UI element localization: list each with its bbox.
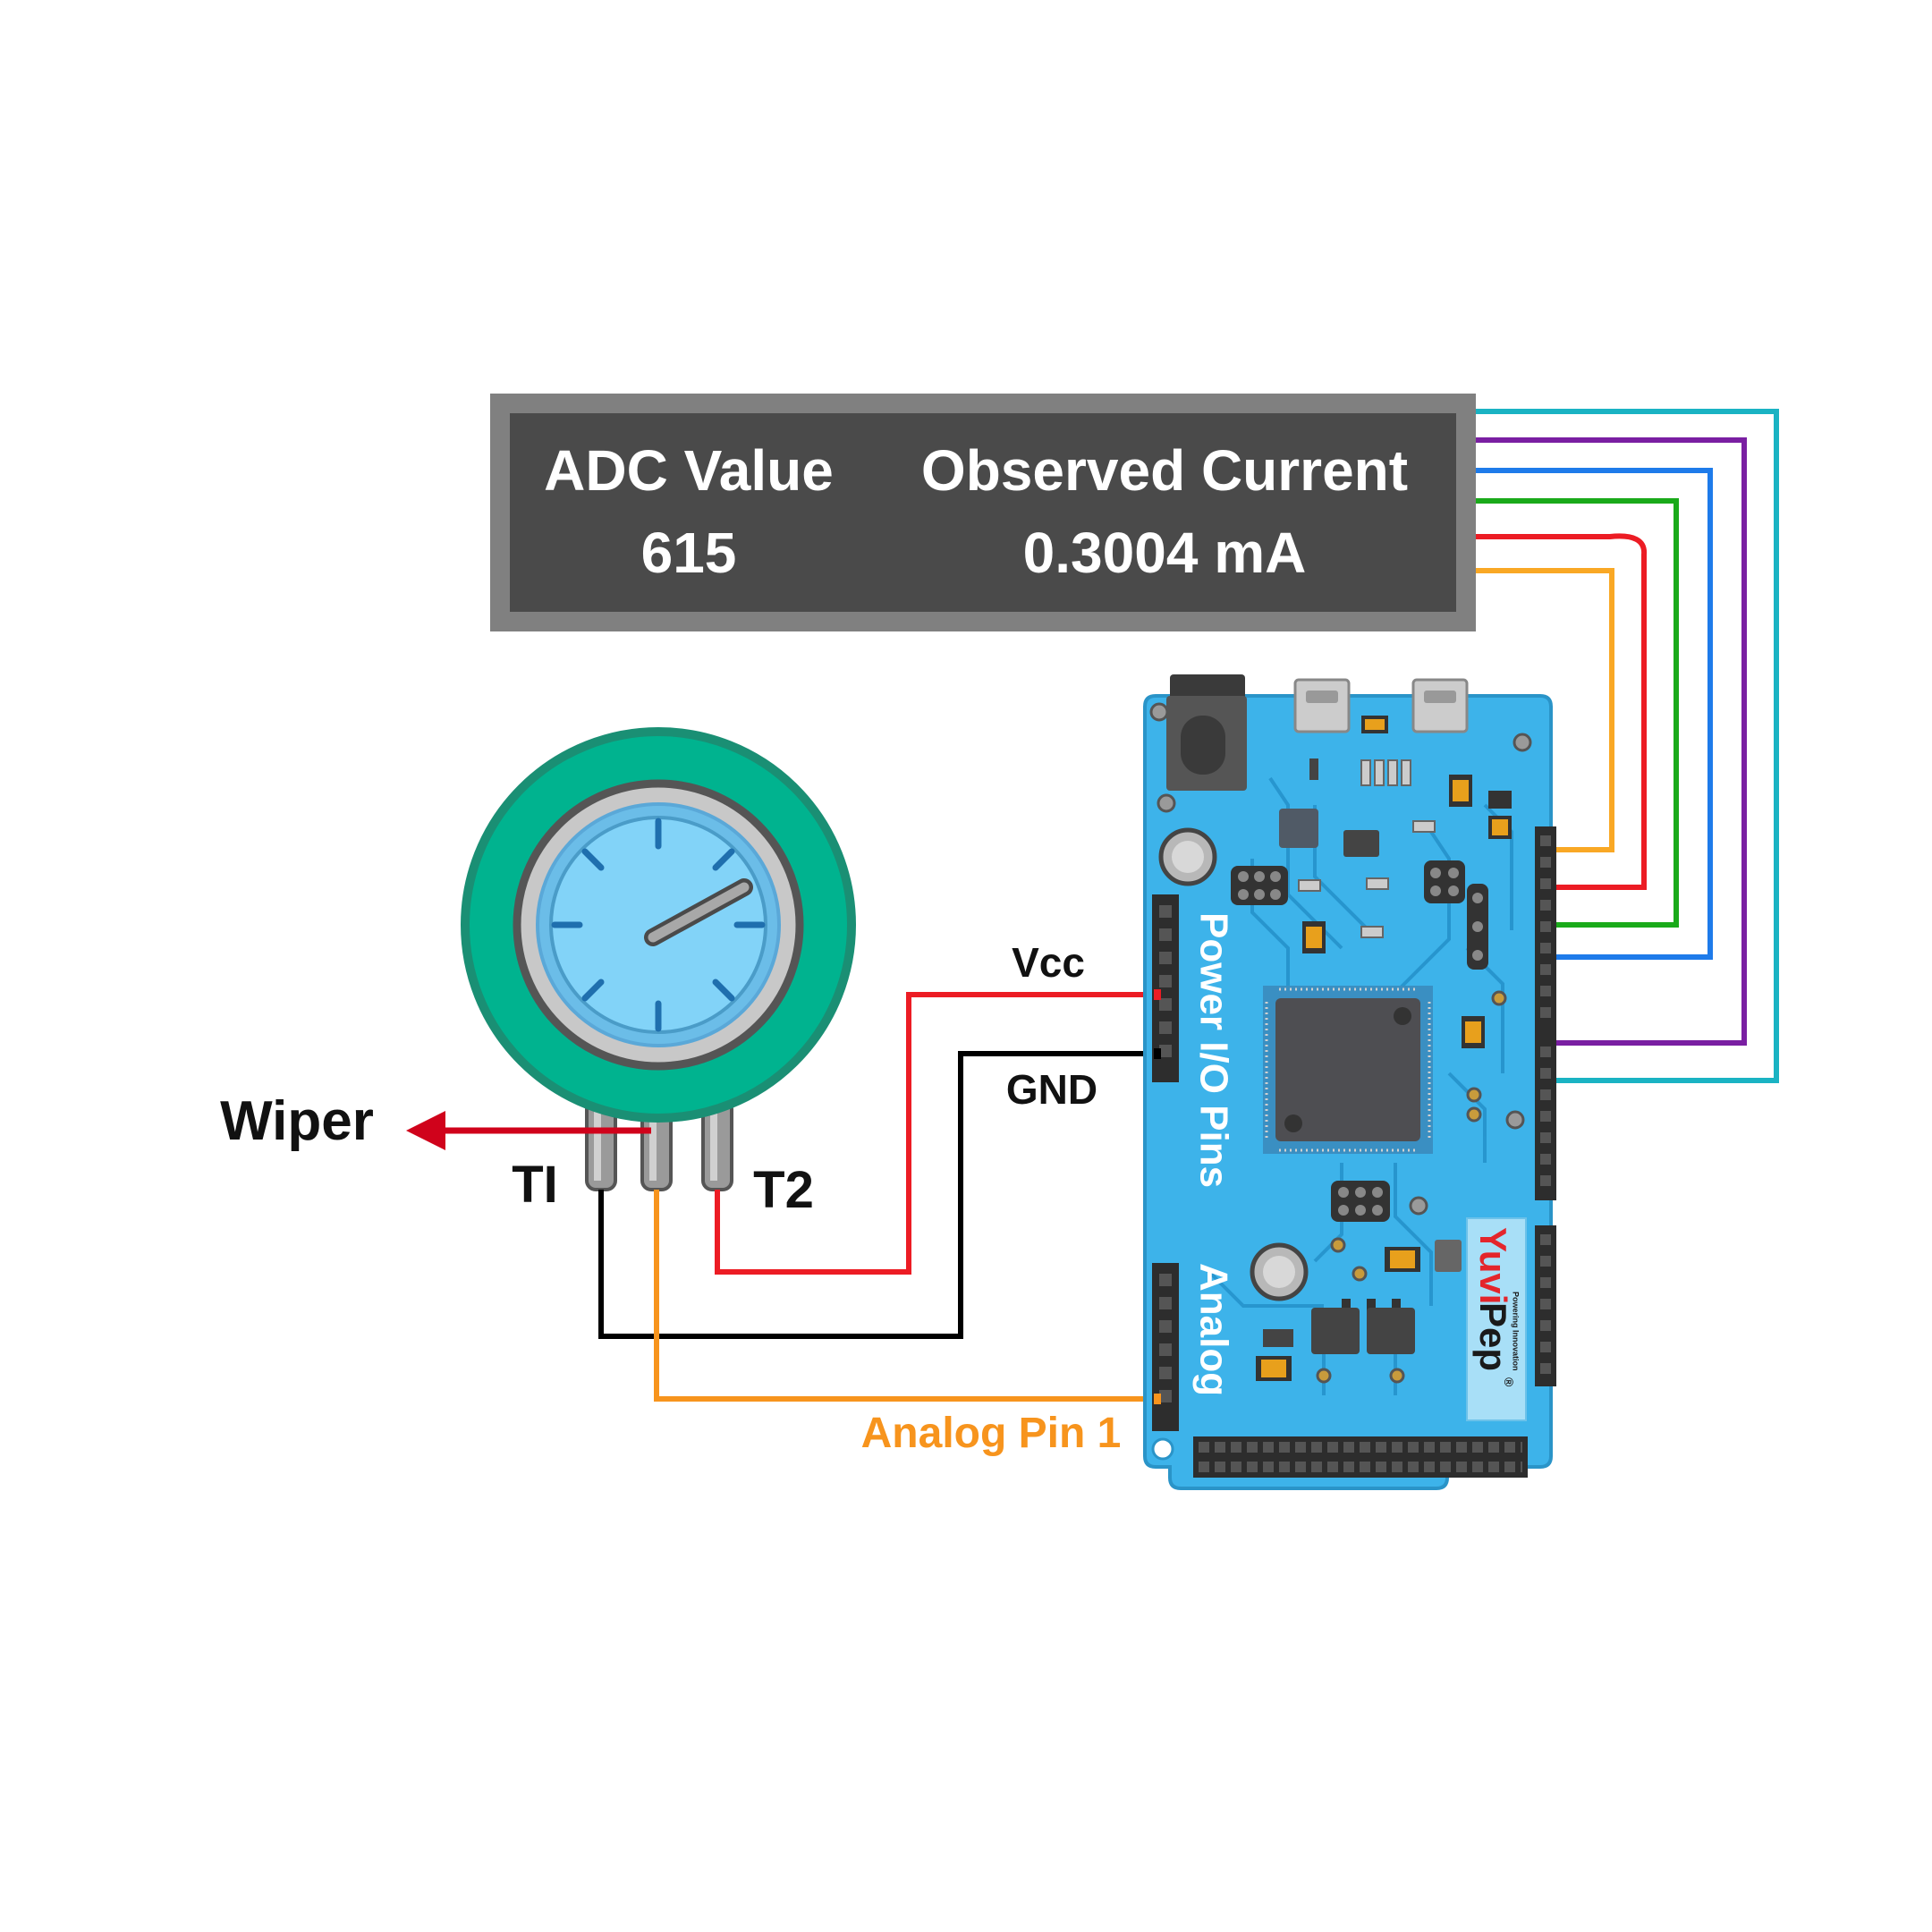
wiper-label: Wiper bbox=[220, 1090, 374, 1152]
board-label-analog: Analog bbox=[1191, 1263, 1235, 1396]
lcd-wire-green bbox=[1476, 498, 1679, 928]
icsp-header-2 bbox=[1424, 860, 1465, 903]
right-pin-header-top bbox=[1535, 826, 1556, 1038]
icsp-header-3 bbox=[1331, 1181, 1390, 1222]
lcd-wire-orange bbox=[1476, 568, 1614, 852]
board-label-power-io: Power I/O Pins bbox=[1191, 912, 1235, 1188]
board-traces bbox=[1206, 776, 1513, 1395]
t2-label: T2 bbox=[753, 1161, 814, 1219]
lcd-screen bbox=[510, 413, 1456, 612]
vcc-label: Vcc bbox=[1012, 939, 1085, 986]
pot-ticks bbox=[551, 818, 766, 1032]
wire-contacts bbox=[1154, 989, 1161, 1404]
brand-name-yuvi: Yuvi bbox=[1472, 1227, 1514, 1304]
observed-current-reading: 0.3004 mA bbox=[1023, 521, 1307, 585]
vcc-wire bbox=[715, 992, 1159, 1275]
bottom-double-header bbox=[1193, 1436, 1528, 1478]
analog-wire bbox=[654, 1190, 1159, 1402]
observed-current-header: Observed Current bbox=[921, 438, 1408, 503]
lcd-wire-purple bbox=[1476, 437, 1747, 1046]
mounting-holes bbox=[1149, 702, 1532, 1216]
analog-pin-label: Analog Pin 1 bbox=[861, 1410, 1122, 1457]
wiper-arrow bbox=[406, 1111, 651, 1150]
smd-components bbox=[1256, 716, 1512, 1381]
dc-power-jack bbox=[1166, 674, 1247, 791]
main-microcontroller-chip bbox=[1263, 986, 1433, 1154]
lcd-wire-red bbox=[1476, 533, 1648, 890]
wiper-arrowhead bbox=[406, 1111, 445, 1150]
icsp-header-1 bbox=[1231, 866, 1288, 905]
usb-port-1 bbox=[1293, 678, 1351, 733]
microcontroller-board: Power I/O Pins Analog Yuvi Pep ® Powerin… bbox=[1143, 674, 1556, 1490]
lcd-bus-wires bbox=[1476, 409, 1779, 1083]
capacitors bbox=[1158, 827, 1309, 1301]
gold-pads bbox=[1316, 990, 1507, 1384]
registered-mark: ® bbox=[1502, 1377, 1516, 1387]
t1-label: TI bbox=[512, 1156, 558, 1214]
lcd-wire-teal bbox=[1476, 409, 1779, 1083]
board-corner-hole bbox=[1151, 1437, 1174, 1461]
right-pin-header-bottom bbox=[1535, 1225, 1556, 1386]
pot-wires bbox=[598, 992, 1159, 1402]
jumper-header bbox=[1467, 884, 1488, 970]
lcd-display: ADC Value 615 Observed Current 0.3004 mA bbox=[490, 394, 1476, 631]
gnd-wire bbox=[598, 1051, 1159, 1339]
brand-logo: Yuvi Pep ® Powering Innovation bbox=[1466, 1217, 1527, 1421]
adc-value-header: ADC Value bbox=[544, 438, 834, 503]
potentiometer bbox=[461, 727, 856, 1191]
usb-port-2 bbox=[1411, 678, 1469, 733]
gnd-label: GND bbox=[1006, 1066, 1097, 1113]
right-pin-header-middle bbox=[1535, 1038, 1556, 1200]
brand-tagline: Powering Innovation bbox=[1512, 1292, 1521, 1371]
adc-value-reading: 615 bbox=[641, 521, 737, 585]
brand-name-pep: Pep bbox=[1472, 1302, 1514, 1371]
left-pin-header-bottom bbox=[1152, 1263, 1179, 1431]
lcd-wire-blue bbox=[1476, 468, 1713, 960]
